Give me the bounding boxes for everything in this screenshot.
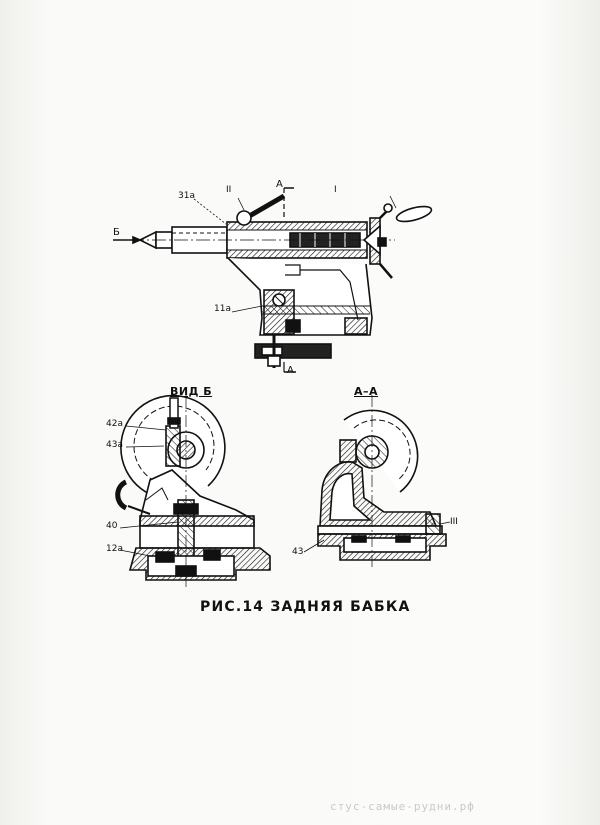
- label-part-43: 43: [292, 547, 304, 557]
- label-part-40: 40: [106, 521, 118, 531]
- section-aa: [303, 395, 451, 570]
- clamp-lever: [244, 193, 286, 221]
- view-b-lever: [169, 397, 179, 429]
- label-roman-2: II: [226, 185, 232, 195]
- label-roman-1: I: [334, 185, 337, 195]
- view-b-title: ВИД Б: [170, 385, 213, 398]
- view-b-handle: [115, 479, 128, 511]
- handwheel: [362, 203, 433, 279]
- watermark-text: стус-самые-рудни.рф: [330, 800, 475, 813]
- view-b: [115, 394, 271, 590]
- label-a-bottom: А: [287, 365, 294, 376]
- label-b-arrow: Б: [113, 227, 120, 238]
- label-part-31a: 31а: [178, 191, 195, 201]
- label-a-top: А: [276, 179, 283, 190]
- label-part-11a: 11а: [214, 304, 231, 314]
- label-part-43a: 43а: [106, 440, 123, 450]
- label-part-12a: 12а: [106, 544, 123, 554]
- section-aa-title: А–А: [354, 385, 379, 398]
- label-part-42a: 42а: [106, 419, 123, 429]
- main-view: [113, 187, 433, 373]
- figure-caption: РИС.14 ЗАДНЯЯ БАБКА: [200, 599, 411, 615]
- label-roman-3: III: [450, 517, 458, 527]
